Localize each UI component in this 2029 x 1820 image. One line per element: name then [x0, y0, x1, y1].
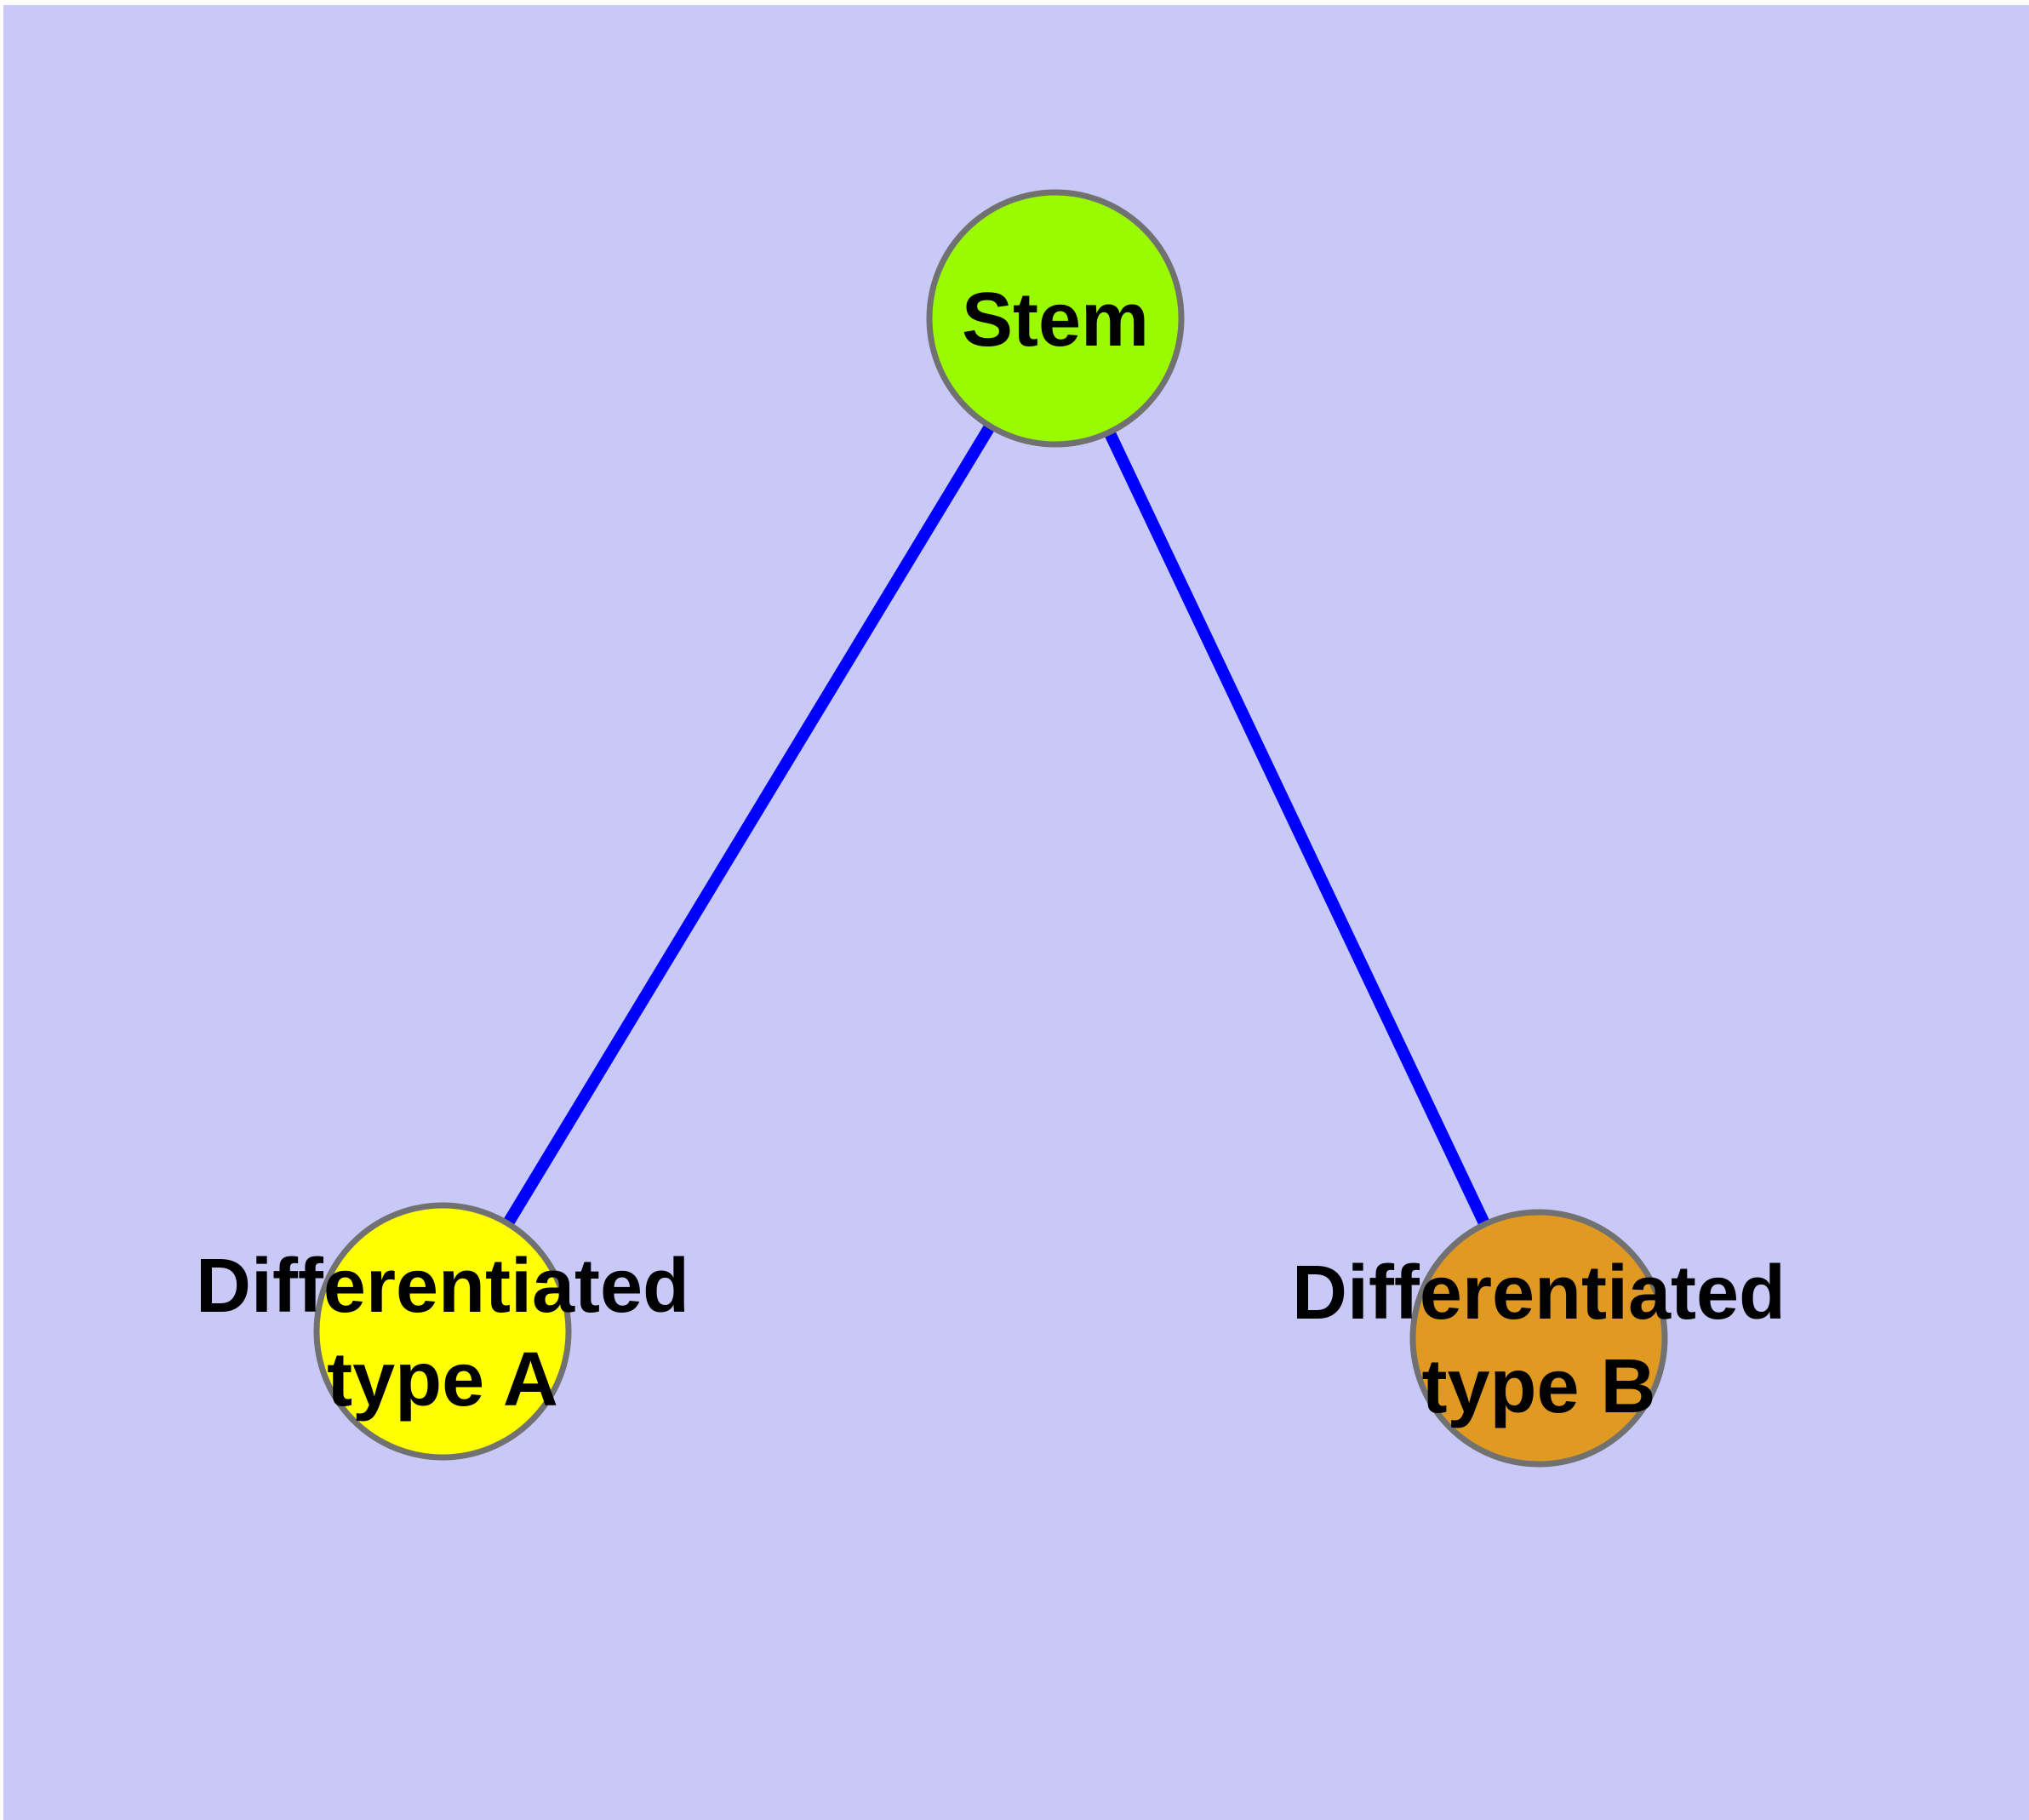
edge-stem-typeB: [1049, 316, 1545, 1341]
nodes-layer: [313, 189, 1668, 1468]
edges-layer: [437, 315, 1545, 1341]
node-typeA[interactable]: [313, 1202, 572, 1461]
node-typeB[interactable]: [1409, 1209, 1668, 1468]
node-stem[interactable]: [926, 189, 1185, 448]
edge-stem-typeA: [437, 315, 1060, 1335]
